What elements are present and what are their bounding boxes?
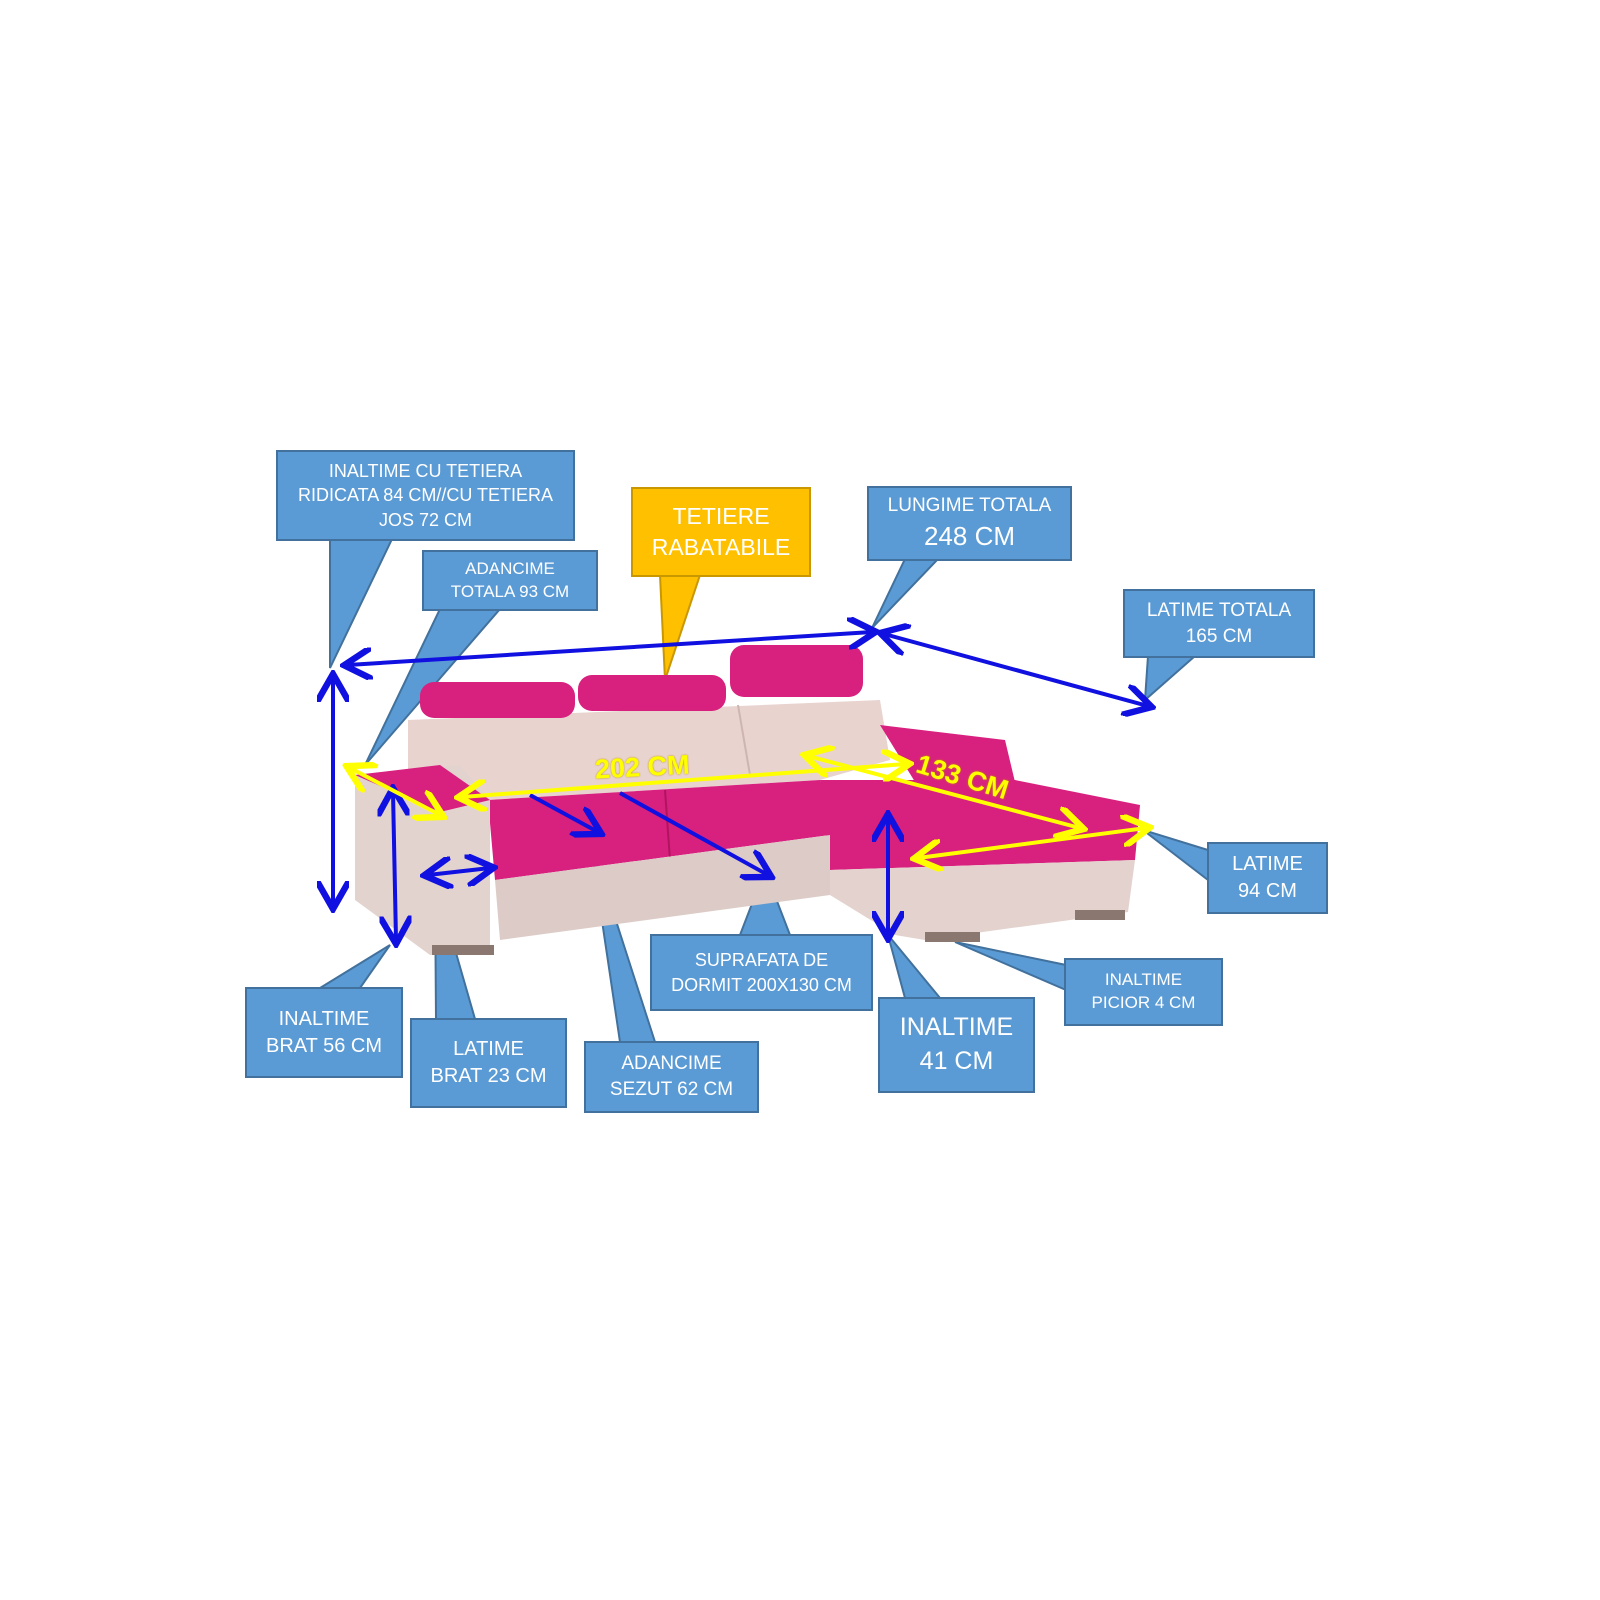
callout-text: LATIME xyxy=(1232,853,1303,875)
arm-height-callout: INALTIME BRAT 56 CM xyxy=(245,987,403,1078)
seat-depth-callout: ADANCIME SEZUT 62 CM xyxy=(584,1041,759,1113)
callout-text: PICIOR 4 CM xyxy=(1091,993,1196,1012)
callout-text: ADANCIME xyxy=(621,1053,722,1075)
total-depth-callout: ADANCIME TOTALA 93 CM xyxy=(422,550,598,611)
callout-text: LATIME xyxy=(453,1038,524,1060)
callout-text: INALTIME xyxy=(899,1013,1014,1042)
headrest-callout-tail xyxy=(658,574,702,681)
seat-height-callout: INALTIME 41 CM xyxy=(878,997,1035,1093)
chaise-width-callout: LATIME 94 CM xyxy=(1207,842,1328,914)
headrest-3 xyxy=(730,645,863,697)
seat-length-label: 202 CM xyxy=(594,749,691,785)
callout-text: LUNGIME TOTALA xyxy=(887,495,1052,517)
leg xyxy=(925,932,980,942)
callout-text: LATIME TOTALA xyxy=(1146,599,1292,621)
callout-text: 41 CM xyxy=(919,1047,994,1075)
sleeping-area-callout: SUPRAFATA DE DORMIT 200X130 CM xyxy=(650,934,873,1011)
callout-text: SEZUT 62 CM xyxy=(609,1079,734,1100)
leg xyxy=(432,945,494,955)
chaise-base xyxy=(830,860,1135,940)
callout-text: DORMIT 200X130 CM xyxy=(671,974,852,995)
callout-text: INALTIME CU TETIERA xyxy=(328,461,523,482)
headrests-callout: TETIERE RABATABILE xyxy=(631,487,811,577)
callout-text: RABATABILE xyxy=(651,534,791,560)
sofa xyxy=(355,645,1140,955)
leg xyxy=(1075,910,1125,920)
headrest-1 xyxy=(420,682,575,718)
callout-text: RIDICATA 84 CM//CU TETIERA xyxy=(297,485,554,506)
callout-text: 165 CM xyxy=(1185,625,1253,647)
callout-text: TOTALA 93 CM xyxy=(450,581,570,601)
yellow-dimension-arrows xyxy=(350,756,1146,858)
arm-width-callout: LATIME BRAT 23 CM xyxy=(410,1018,567,1108)
callout-text: BRAT 23 CM xyxy=(430,1065,547,1087)
callout-text: ADANCIME xyxy=(465,558,555,578)
leg-height-callout: INALTIME PICIOR 4 CM xyxy=(1064,958,1223,1026)
callout-text: BRAT 56 CM xyxy=(266,1034,382,1057)
callout-text: 248 CM xyxy=(923,520,1016,551)
headrest-2 xyxy=(578,675,726,711)
total-height-callout: INALTIME CU TETIERA RIDICATA 84 CM//CU T… xyxy=(276,450,575,541)
callout-text: TETIERE xyxy=(672,502,770,529)
total-length-callout: LUNGIME TOTALA 248 CM xyxy=(867,486,1072,561)
total-width-callout: LATIME TOTALA 165 CM xyxy=(1123,589,1315,658)
callout-text: 94 CM xyxy=(1238,880,1297,902)
callout-text: INALTIME xyxy=(278,1007,370,1030)
callout-text: JOS 72 CM xyxy=(378,509,473,530)
callout-text: INALTIME xyxy=(1104,970,1183,990)
callout-text: SUPRAFATA DE xyxy=(694,950,829,971)
